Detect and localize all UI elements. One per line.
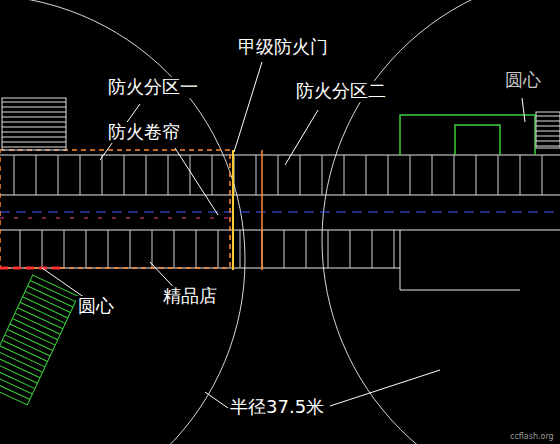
watermark: ccflash.org	[508, 432, 556, 441]
radius-label: 半径37.5米	[228, 397, 326, 418]
fire-shutter-line	[0, 267, 60, 270]
fire-shutter-line	[0, 150, 230, 268]
door-label: 甲级防火门	[236, 37, 330, 58]
zone-label: 防火分区二	[294, 81, 388, 102]
corridor-axis	[0, 212, 560, 213]
radius-circle	[0, 0, 245, 444]
service-block	[400, 115, 535, 155]
center-label: 圆心	[503, 70, 543, 91]
radius-circle	[322, 0, 560, 444]
fire-door	[232, 150, 234, 270]
stair	[536, 112, 560, 148]
center-label: 圆心	[76, 296, 116, 317]
leader-line	[42, 62, 525, 408]
stair	[2, 98, 66, 150]
shop-label: 精品店	[161, 286, 219, 307]
zone-label: 防火分区一	[106, 77, 200, 98]
shop-walls	[400, 230, 520, 290]
corridor-axis	[0, 218, 230, 219]
shop-walls	[0, 155, 560, 268]
zone-boundary	[261, 150, 263, 270]
escalator	[0, 275, 78, 405]
shutter-label: 防火卷帘	[106, 122, 182, 143]
